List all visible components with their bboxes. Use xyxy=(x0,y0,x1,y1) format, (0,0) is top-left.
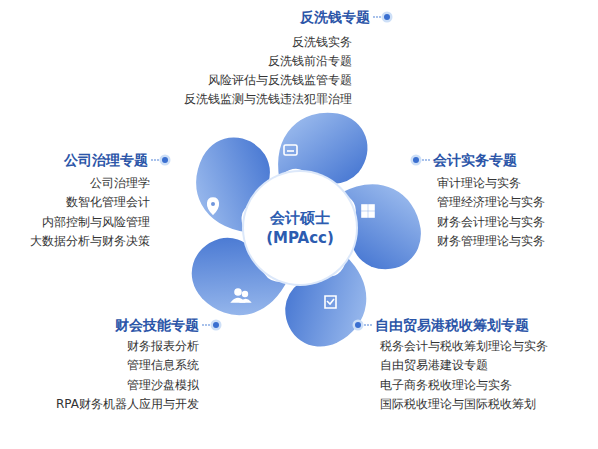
course-item: 反洗钱前沿专题 xyxy=(268,53,352,69)
course-item: 财务报表分析 xyxy=(127,338,199,354)
course-item: 财务会计理论与实务 xyxy=(437,214,545,230)
course-item: 大数据分析与财务决策 xyxy=(30,233,150,249)
course-item: 反洗钱实务 xyxy=(292,34,352,50)
course-item: 公司治理学 xyxy=(90,175,150,191)
topic-heading: 自由贸易港税收筹划专题 xyxy=(375,316,529,334)
topic-heading: 财会技能专题 xyxy=(115,316,199,334)
course-item: 数智化管理会计 xyxy=(66,194,150,210)
course-item: 内部控制与风险管理 xyxy=(42,214,150,230)
course-item: 管理经济理论与实务 xyxy=(437,194,545,210)
heading-markers xyxy=(151,12,430,331)
course-item: 审计理论与实务 xyxy=(437,175,521,191)
course-item: 电子商务税收理论与实务 xyxy=(380,377,512,393)
course-item: 财务管理理论与实务 xyxy=(437,233,545,249)
petal-icons xyxy=(208,145,374,308)
topic-heading: 会计实务专题 xyxy=(433,151,517,169)
course-item: 管理信息系统 xyxy=(127,357,199,373)
course-item: 税务会计与税收筹划理论与实务 xyxy=(380,338,548,354)
course-item: 国际税收理论与国际税收筹划 xyxy=(380,396,536,412)
center-title: 会计硕士 (MPAcc) xyxy=(260,208,340,248)
course-item: 风险评估与反洗钱监管专题 xyxy=(208,72,352,88)
course-item: RPA财务机器人应用与开发 xyxy=(56,396,199,412)
course-item: 反洗钱监测与洗钱违法犯罪治理 xyxy=(184,91,352,107)
topic-heading: 公司治理专题 xyxy=(64,151,148,169)
course-item: 管理沙盘模拟 xyxy=(127,377,199,393)
course-item: 自由贸易港建设专题 xyxy=(380,357,488,373)
center-circle: 会计硕士 (MPAcc) xyxy=(244,172,356,284)
topic-heading: 反洗钱专题 xyxy=(300,8,370,26)
